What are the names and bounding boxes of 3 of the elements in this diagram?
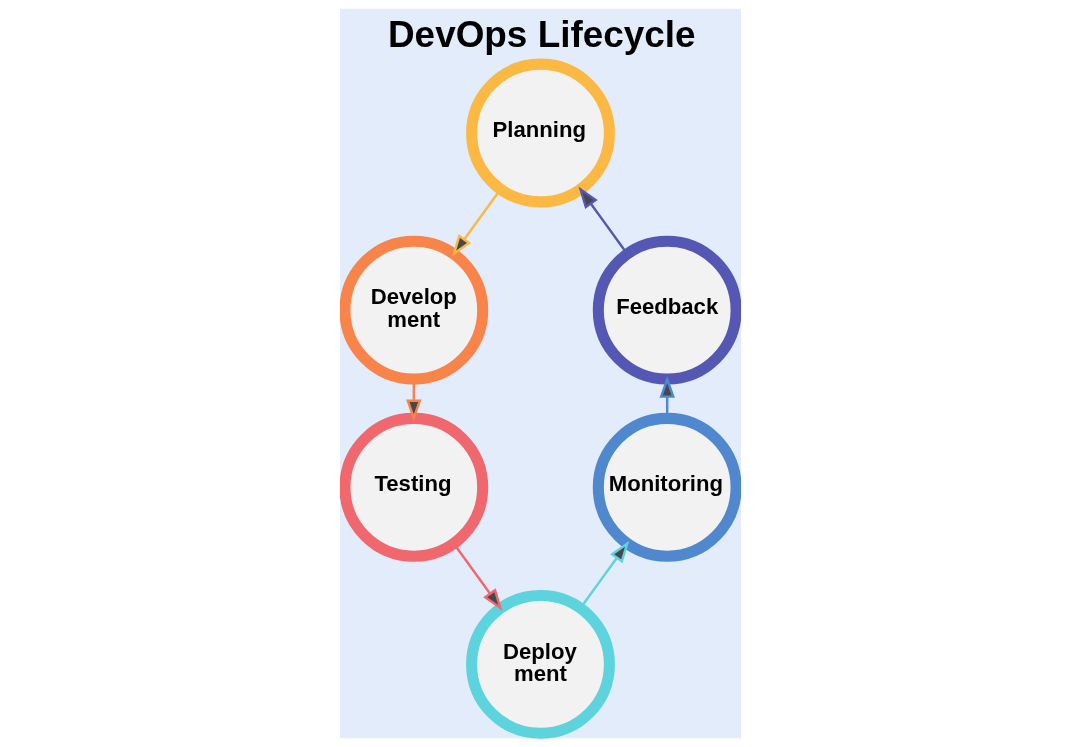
node-circle: Testing (339, 412, 488, 562)
node-circle: Feedback (592, 235, 741, 385)
diagram-title: DevOps Lifecycle (387, 13, 696, 55)
